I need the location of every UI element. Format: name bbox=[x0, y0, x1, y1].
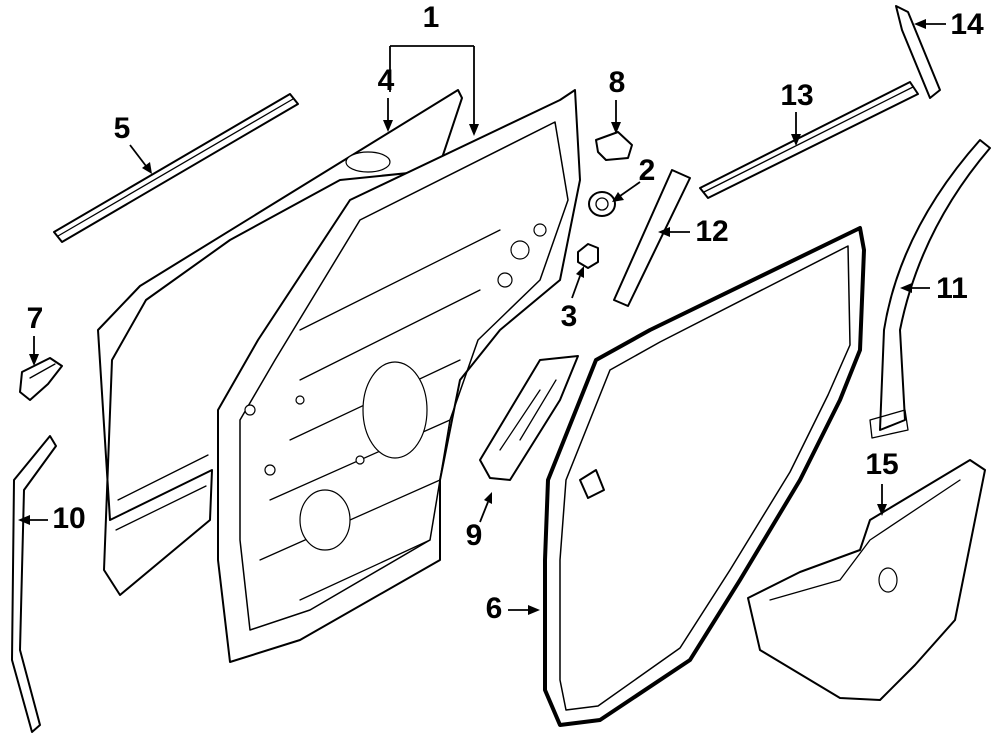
leader-12 bbox=[658, 227, 690, 237]
callout-12: 12 bbox=[695, 215, 728, 248]
part-13-upper-molding[interactable] bbox=[699, 81, 919, 199]
leader-6 bbox=[508, 605, 540, 615]
callout-14: 14 bbox=[950, 8, 984, 41]
part-12-frame-molding[interactable] bbox=[613, 169, 691, 307]
part-15-water-shield[interactable] bbox=[747, 459, 986, 701]
leader-9 bbox=[479, 492, 492, 523]
callout-5: 5 bbox=[114, 112, 131, 145]
leader-10 bbox=[18, 515, 48, 525]
leader-5 bbox=[129, 144, 152, 174]
leader-3 bbox=[571, 266, 584, 299]
callout-13: 13 bbox=[780, 79, 813, 112]
callout-4: 4 bbox=[378, 64, 395, 97]
part-7-bracket[interactable] bbox=[19, 357, 63, 401]
part-11-curved-trim[interactable] bbox=[869, 139, 991, 439]
part-10-pillar-strip[interactable] bbox=[11, 435, 57, 733]
part-14-corner-trim[interactable] bbox=[895, 5, 941, 99]
callout-9: 9 bbox=[466, 519, 483, 552]
part-4-outer-panel[interactable] bbox=[97, 89, 463, 596]
part-1-door-shell[interactable] bbox=[217, 89, 581, 663]
leader-2 bbox=[612, 181, 641, 202]
leader-15 bbox=[877, 484, 887, 516]
callout-15: 15 bbox=[865, 448, 898, 481]
callout-1: 1 bbox=[423, 1, 440, 34]
leader-8 bbox=[611, 100, 621, 134]
part-2-grommet[interactable] bbox=[588, 191, 616, 217]
callout-8: 8 bbox=[609, 66, 626, 99]
part-5-belt-molding[interactable] bbox=[53, 93, 299, 243]
callout-6: 6 bbox=[486, 592, 503, 625]
callout-2: 2 bbox=[639, 154, 656, 187]
leader-4 bbox=[383, 98, 393, 132]
leader-14 bbox=[914, 19, 946, 29]
callout-7: 7 bbox=[27, 302, 44, 335]
leader-13 bbox=[791, 112, 801, 146]
callout-10: 10 bbox=[52, 502, 85, 535]
leader-7 bbox=[29, 336, 39, 366]
part-3-block[interactable] bbox=[577, 243, 599, 269]
part-9-latch-module[interactable] bbox=[479, 355, 579, 481]
callout-3: 3 bbox=[561, 300, 578, 333]
callout-11: 11 bbox=[936, 272, 968, 305]
leader-11 bbox=[900, 283, 930, 293]
part-8-clip[interactable] bbox=[595, 131, 633, 161]
leader-1 bbox=[389, 45, 479, 136]
part-6-weatherstrip[interactable] bbox=[543, 226, 866, 727]
